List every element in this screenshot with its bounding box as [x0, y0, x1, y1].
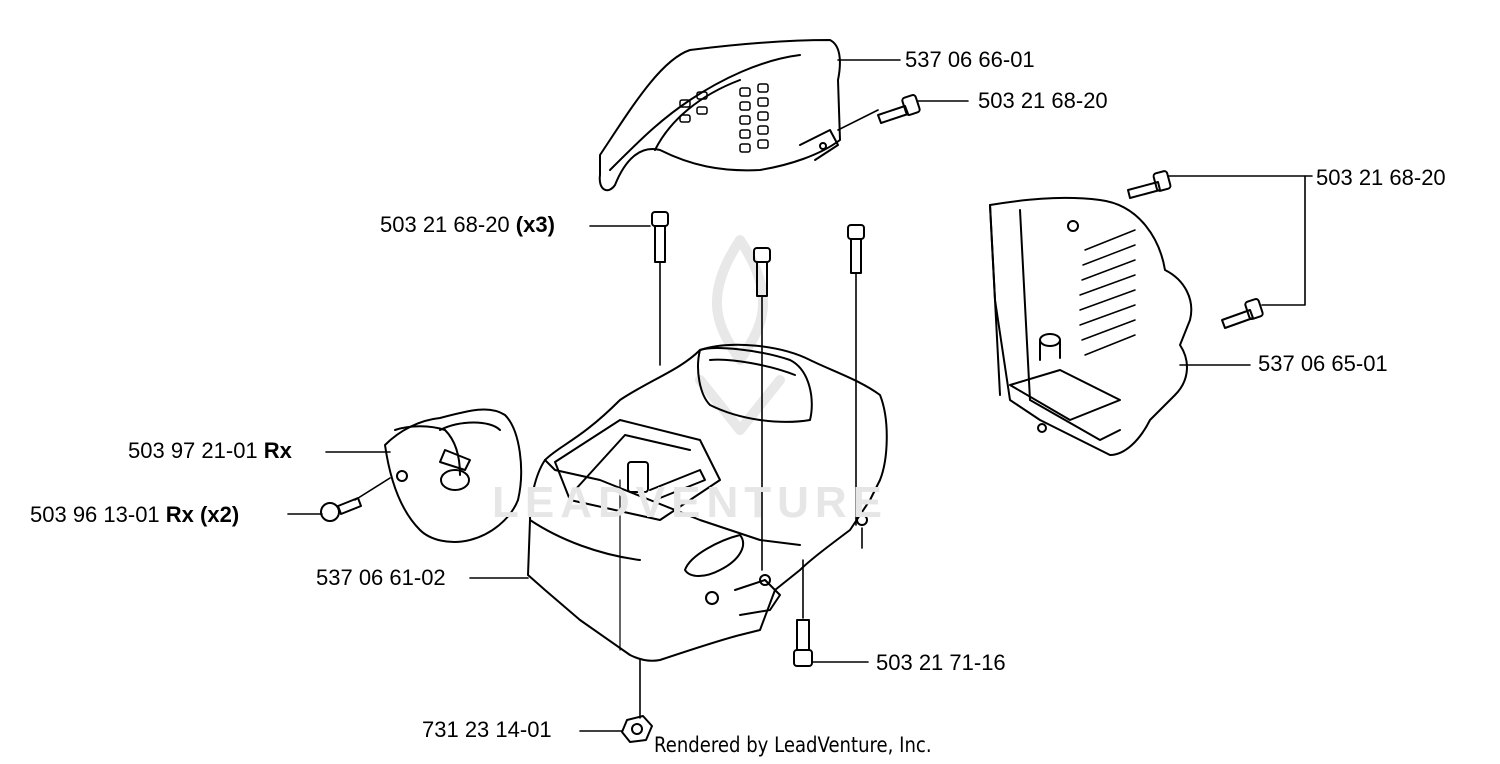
watermark-flame-icon — [695, 235, 785, 435]
nut-part — [621, 715, 653, 743]
callout-top-cover[interactable]: 537 06 66-01 — [905, 47, 1035, 72]
small-screw-part — [320, 497, 362, 522]
side-cover-part — [989, 196, 1193, 456]
bottom-screw-part — [793, 619, 813, 667]
top-screw-part — [877, 94, 921, 124]
side-screw-lower-part — [1221, 298, 1264, 329]
callout-small-screw[interactable]: 503 96 13-01 Rx (x2) — [30, 502, 240, 527]
watermark-text: LEADVENTURE — [492, 478, 889, 527]
main-cover-part — [527, 343, 888, 662]
callout-top-screw[interactable]: 503 21 68-20 — [978, 88, 1108, 113]
center-screw-left-part — [651, 211, 669, 263]
callout-side-cover[interactable]: 537 06 65-01 — [1258, 351, 1388, 376]
callout-nut[interactable]: 731 23 14-01 — [422, 717, 552, 742]
footer-credit: Rendered by LeadVenture, Inc. — [654, 733, 932, 757]
small-cover-part — [384, 408, 523, 543]
callout-bottom-screw[interactable]: 503 21 71-16 — [876, 650, 1006, 675]
callout-small-cover[interactable]: 503 97 21-01 Rx — [128, 438, 292, 463]
callout-main-cover[interactable]: 537 06 61-02 — [316, 565, 446, 590]
center-screw-right-part — [847, 224, 865, 274]
callout-side-screws[interactable]: 503 21 68-20 — [1316, 165, 1446, 190]
top-cover-part — [598, 39, 841, 192]
callout-center-screws[interactable]: 503 21 68-20 (x3) — [380, 212, 555, 237]
leader-lines — [287, 59, 1313, 732]
side-screw-upper-part — [1127, 170, 1172, 199]
